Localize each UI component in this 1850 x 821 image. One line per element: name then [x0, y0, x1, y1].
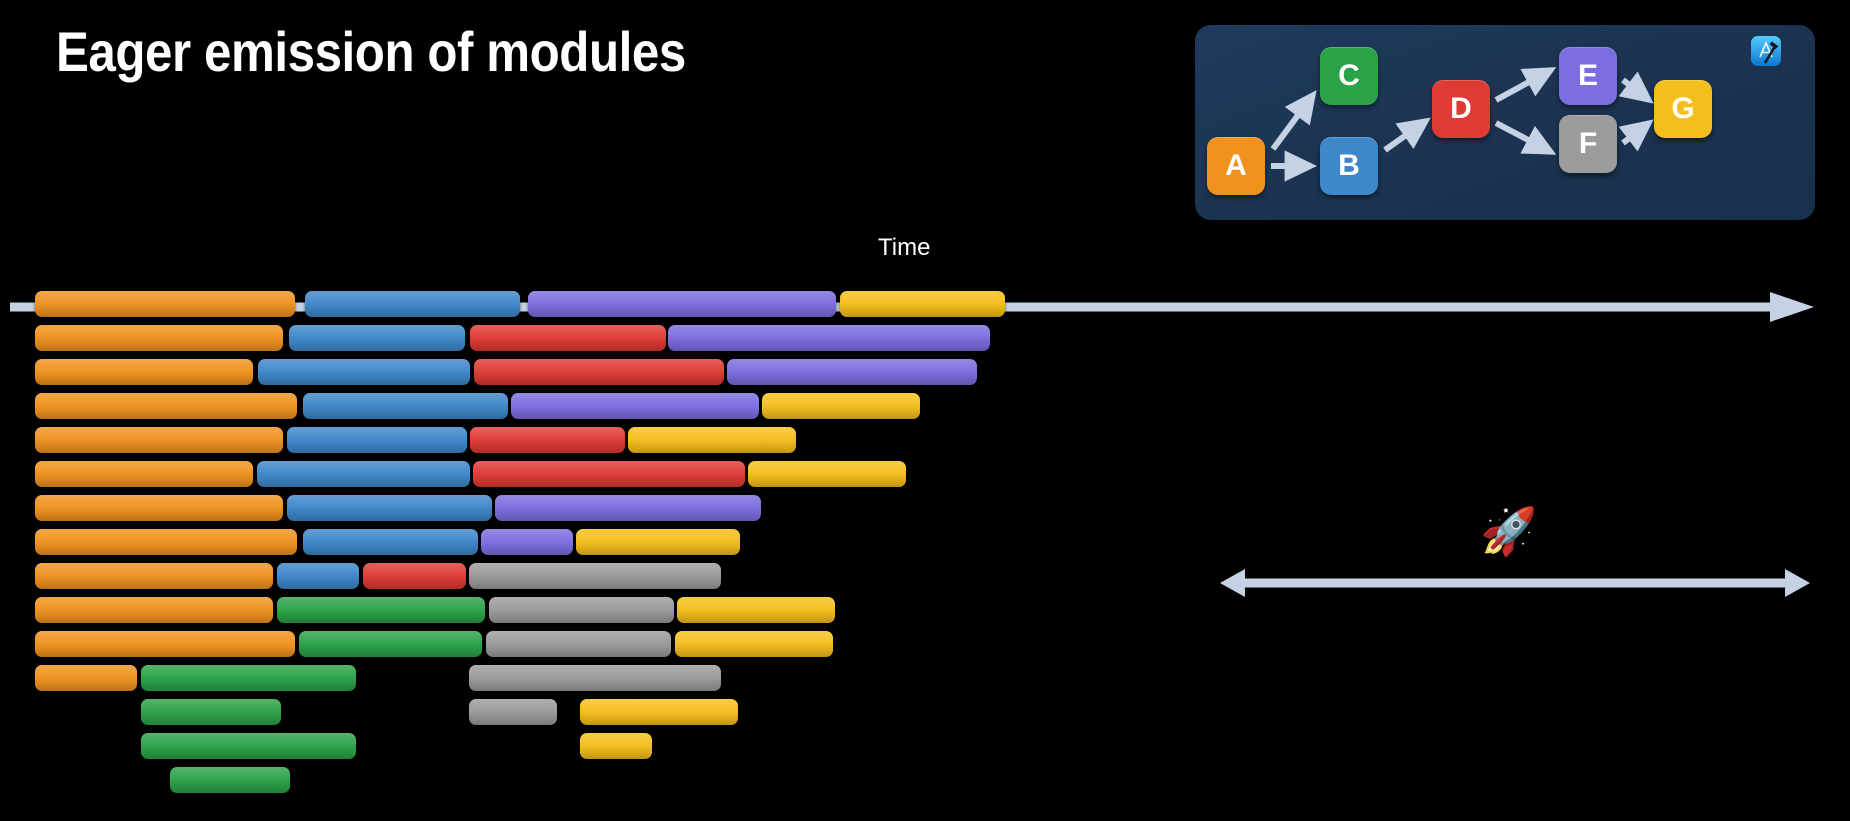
timeline-bar-g	[580, 699, 738, 725]
timeline-bar-a	[35, 529, 297, 555]
timeline-bar-d	[470, 427, 625, 453]
timeline-bar-f	[469, 563, 721, 589]
graph-node-d-label: D	[1450, 92, 1472, 125]
timeline-bar-c	[141, 699, 281, 725]
timeline-bar-a	[35, 563, 273, 589]
timeline-bar-a	[35, 291, 295, 317]
timeline-bar-e	[528, 291, 836, 317]
timeline-bar-b	[289, 325, 465, 351]
timeline-bar-g	[840, 291, 1005, 317]
page-title: Eager emission of modules	[56, 20, 686, 83]
timeline-bar-b	[287, 427, 467, 453]
timeline-bar-d	[363, 563, 466, 589]
timeline-bar-g	[748, 461, 906, 487]
timeline-bar-b	[287, 495, 492, 521]
timeline-bar-f	[469, 699, 557, 725]
timeline-bar-a	[35, 665, 137, 691]
timeline-bar-b	[277, 563, 359, 589]
xcode-icon	[1751, 36, 1781, 66]
graph-node-f[interactable]: F	[1559, 115, 1617, 173]
timeline-bar-b	[303, 529, 478, 555]
timeline-bar-a	[35, 631, 295, 657]
timeline-bar-b	[305, 291, 520, 317]
timeline-bar-b	[258, 359, 470, 385]
timeline-bar-g	[675, 631, 833, 657]
graph-node-b[interactable]: B	[1320, 137, 1378, 195]
timeline-bar-a	[35, 461, 253, 487]
graph-node-g-label: G	[1671, 92, 1695, 125]
timeline-bar-a	[35, 325, 283, 351]
timeline-bar-a	[35, 597, 273, 623]
timeline-bar-g	[677, 597, 835, 623]
graph-node-c[interactable]: C	[1320, 47, 1378, 105]
graph-node-d[interactable]: D	[1432, 80, 1490, 138]
timeline-bar-g	[628, 427, 796, 453]
time-axis-label: Time	[878, 234, 931, 261]
timeline-bar-f	[489, 597, 674, 623]
graph-node-a-label: A	[1225, 149, 1247, 182]
timeline-bar-b	[303, 393, 508, 419]
timeline-bar-a	[35, 427, 283, 453]
timeline-bar-c	[141, 733, 356, 759]
graph-node-a[interactable]: A	[1207, 137, 1265, 195]
timeline-bar-e	[511, 393, 759, 419]
speed-double-arrow	[1220, 569, 1810, 597]
timeline-bar-f	[486, 631, 671, 657]
timeline-bar-e	[727, 359, 977, 385]
timeline-bar-e	[668, 325, 990, 351]
timeline-bar-g	[580, 733, 652, 759]
timeline-bar-d	[470, 325, 666, 351]
graph-node-e-label: E	[1577, 59, 1598, 92]
timeline-bar-g	[576, 529, 740, 555]
timeline-bar-d	[474, 359, 724, 385]
timeline-bar-e	[481, 529, 573, 555]
graph-node-c-label: C	[1338, 59, 1360, 92]
timeline-bar-c	[277, 597, 485, 623]
timeline-bar-d	[473, 461, 745, 487]
graph-node-b-label: B	[1338, 149, 1360, 182]
timeline-bar-b	[257, 461, 470, 487]
timeline-bar-c	[141, 665, 356, 691]
timeline-bar-a	[35, 359, 253, 385]
timeline-bar-c	[299, 631, 482, 657]
timeline-bar-e	[495, 495, 761, 521]
timeline-bar-a	[35, 393, 297, 419]
graph-node-g[interactable]: G	[1654, 80, 1712, 138]
graph-node-f-label: F	[1578, 127, 1598, 160]
timeline-bar-g	[762, 393, 920, 419]
rocket-emoji: 🚀	[1480, 505, 1538, 557]
graph-node-e[interactable]: E	[1559, 47, 1617, 105]
timeline-bar-c	[170, 767, 290, 793]
timeline-bar-f	[469, 665, 721, 691]
timeline-bar-a	[35, 495, 283, 521]
